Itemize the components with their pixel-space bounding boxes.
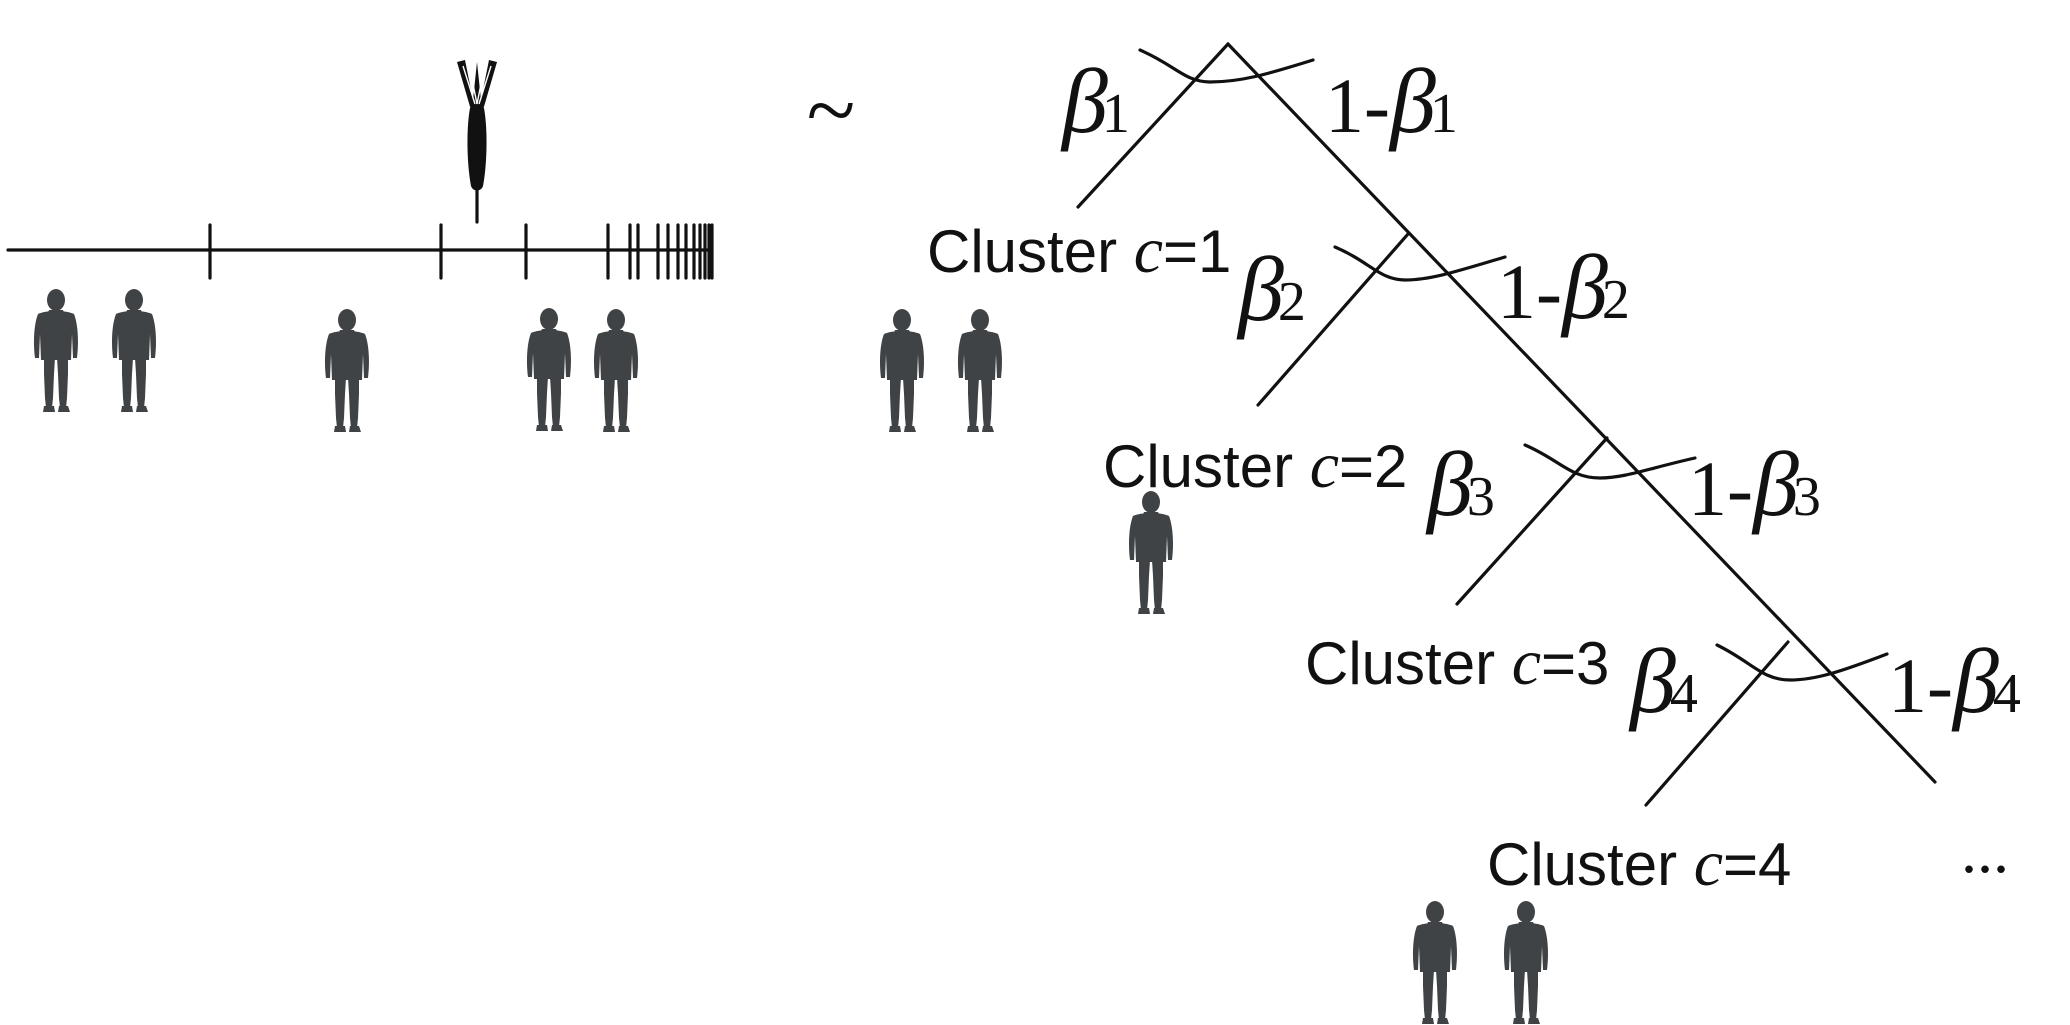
cluster-label: Cluster c=4 xyxy=(1487,827,1791,900)
person-silhouette-icon xyxy=(1504,901,1548,1024)
dart-icon xyxy=(457,60,497,224)
beta-label: β1 xyxy=(1060,50,1130,152)
person-silhouette-icon xyxy=(958,309,1002,432)
beta-label: β4 xyxy=(1628,630,1698,732)
tree-node-1: β1 1-β1 Cluster c=1 xyxy=(927,50,1458,287)
tree-node-4: β4 1-β4 Cluster c=4 xyxy=(1413,630,2021,1024)
one-minus-beta-label: 1-β3 xyxy=(1688,433,1821,535)
person-silhouette-icon xyxy=(1129,491,1173,614)
cluster-label: Cluster c=3 xyxy=(1305,626,1609,699)
person-silhouette-icon xyxy=(527,308,571,431)
person-silhouette-icon xyxy=(880,309,924,432)
tree-angle-arcs xyxy=(1138,48,1889,682)
one-minus-beta-label: 1-β4 xyxy=(1888,630,2021,732)
person-silhouette-icon xyxy=(1413,901,1457,1024)
beta-label: β2 xyxy=(1236,238,1306,340)
tree-node-3: β3 1-β3 Cluster c=3 xyxy=(1305,433,1821,699)
stick-break-marks xyxy=(208,223,714,280)
person-silhouette-icon xyxy=(112,289,156,412)
cluster-label: Cluster c=2 xyxy=(1103,429,1407,502)
one-minus-beta-label: 1-β1 xyxy=(1325,50,1458,152)
person-silhouette-icon xyxy=(594,309,638,432)
tree-node-2: β2 1-β2 Cluster c=2 xyxy=(1103,236,1630,614)
person-silhouette-icon xyxy=(34,289,78,412)
beta-label: β3 xyxy=(1425,433,1495,535)
cluster-label: Cluster c=1 xyxy=(927,214,1231,287)
tilde-symbol: ~ xyxy=(807,61,856,160)
tree-main-branch xyxy=(1226,42,1937,784)
person-silhouette-icon xyxy=(325,309,369,432)
tree-left-branches xyxy=(1076,42,1790,807)
continuation-ellipsis: ... xyxy=(1961,815,2009,886)
one-minus-beta-label: 1-β2 xyxy=(1497,236,1630,338)
